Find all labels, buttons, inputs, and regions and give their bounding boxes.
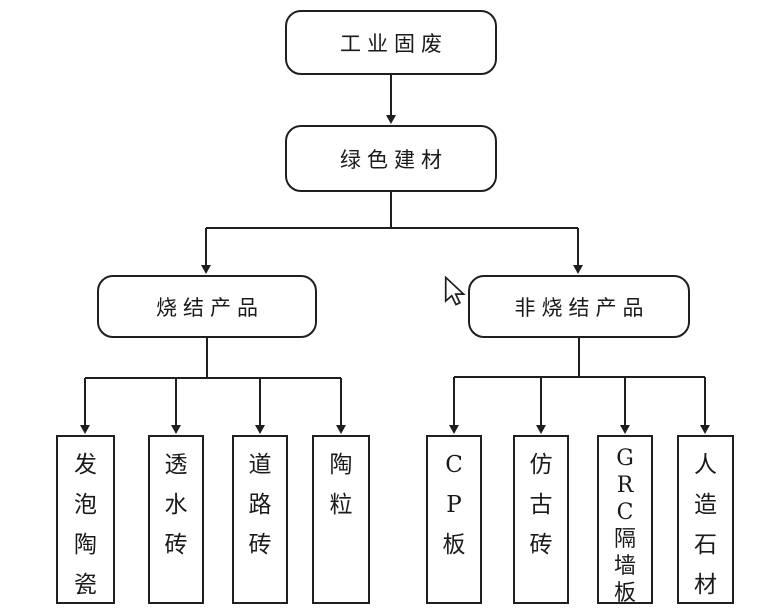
node-industrial-solid-waste: 工业固废 <box>285 10 497 75</box>
node-non-sintered-products: 非烧结产品 <box>468 275 690 338</box>
node-label: 绿色建材 <box>340 147 448 172</box>
node-label: 透水砖 <box>164 452 188 558</box>
node-label: 工业固废 <box>340 31 448 56</box>
node-label: 烧结产品 <box>156 295 264 320</box>
node-sintered-products: 烧结产品 <box>97 275 317 338</box>
node-label: 陶粒 <box>329 452 353 518</box>
node-label: 仿古砖 <box>529 452 553 558</box>
node-label: 道路砖 <box>248 452 272 558</box>
node-permeable-brick: 透水砖 <box>148 435 204 604</box>
mouse-cursor <box>444 276 466 306</box>
node-antique-brick: 仿古砖 <box>513 435 569 604</box>
node-road-brick: 道路砖 <box>232 435 288 604</box>
node-ceramsite: 陶粒 <box>312 435 370 604</box>
node-label: 非烧结产品 <box>514 295 650 320</box>
node-label: 人造石材 <box>694 452 717 598</box>
node-label: 发泡陶瓷 <box>74 452 97 598</box>
node-foamed-ceramics: 发泡陶瓷 <box>56 435 115 604</box>
node-artificial-stone: 人造石材 <box>677 435 734 604</box>
node-green-building-materials: 绿色建材 <box>285 125 497 192</box>
